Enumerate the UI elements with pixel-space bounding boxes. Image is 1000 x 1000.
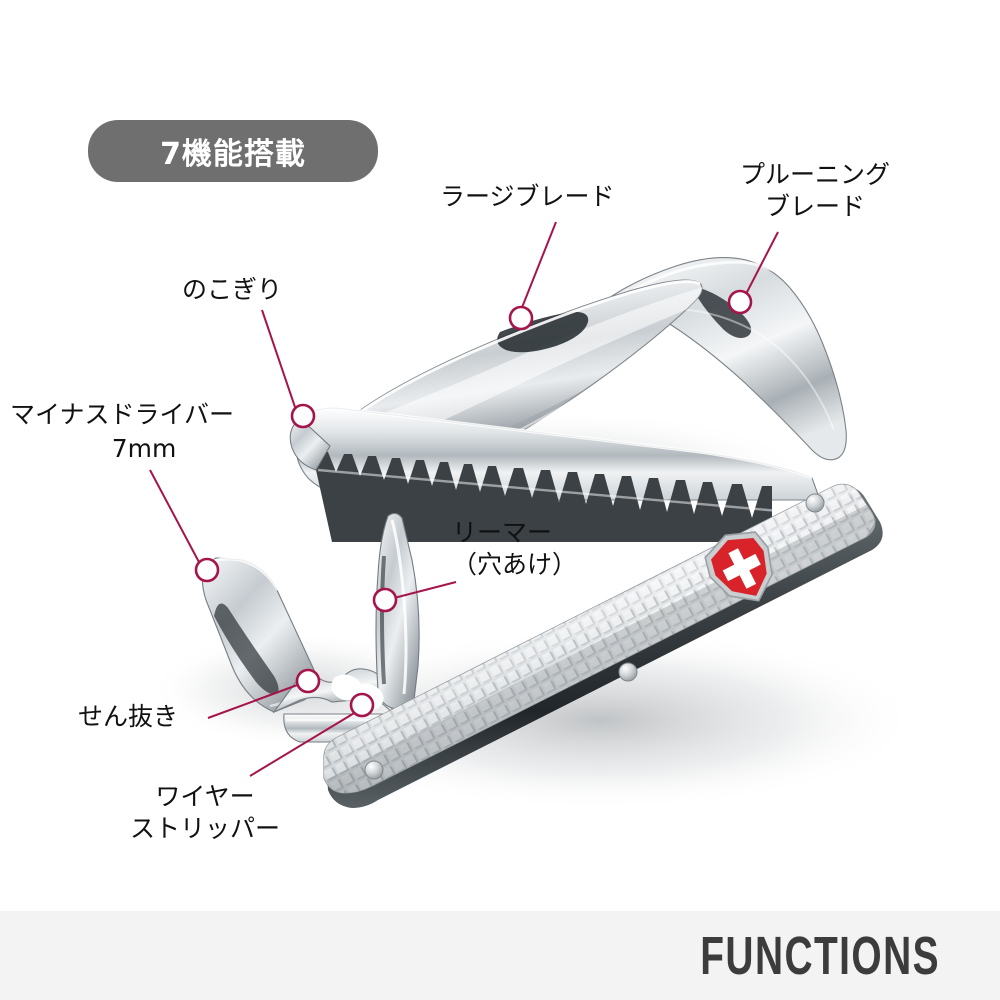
callout-label-saw: のこぎり (182, 275, 283, 304)
callout-label-screwdriver-line1: マイナスドライバー (10, 400, 235, 429)
callout-label-wire-stripper-line2: ストリッパー (129, 814, 280, 843)
flathead-screwdriver-art (201, 557, 317, 713)
callout-label-reamer-line1: リーマー (452, 518, 553, 547)
callout-label-wire-stripper-line1: ワイヤー (155, 782, 255, 811)
callout-label-screwdriver-line2: 7mm (111, 434, 177, 463)
callout-label-pruning-blade-line1: プルーニング (739, 160, 890, 189)
footer-title: FUNCTIONS (700, 925, 940, 986)
callout-label-pruning-blade-line2: ブレード (764, 192, 865, 221)
callout-label-reamer-line2: （穴あけ） (452, 550, 578, 579)
footer-band: FUNCTIONS (0, 911, 1000, 1000)
handle-rivets (364, 493, 825, 780)
feature-count-badge-label: 7機能搭載 (160, 137, 306, 172)
victorinox-shield-icon (704, 531, 773, 602)
callout-label-large-blade: ラージブレード (440, 182, 615, 211)
feature-count-badge: 7機能搭載 (88, 120, 378, 182)
saw-blade-art (289, 406, 821, 542)
callout-label-bottle-opener: せん抜き (78, 702, 179, 731)
